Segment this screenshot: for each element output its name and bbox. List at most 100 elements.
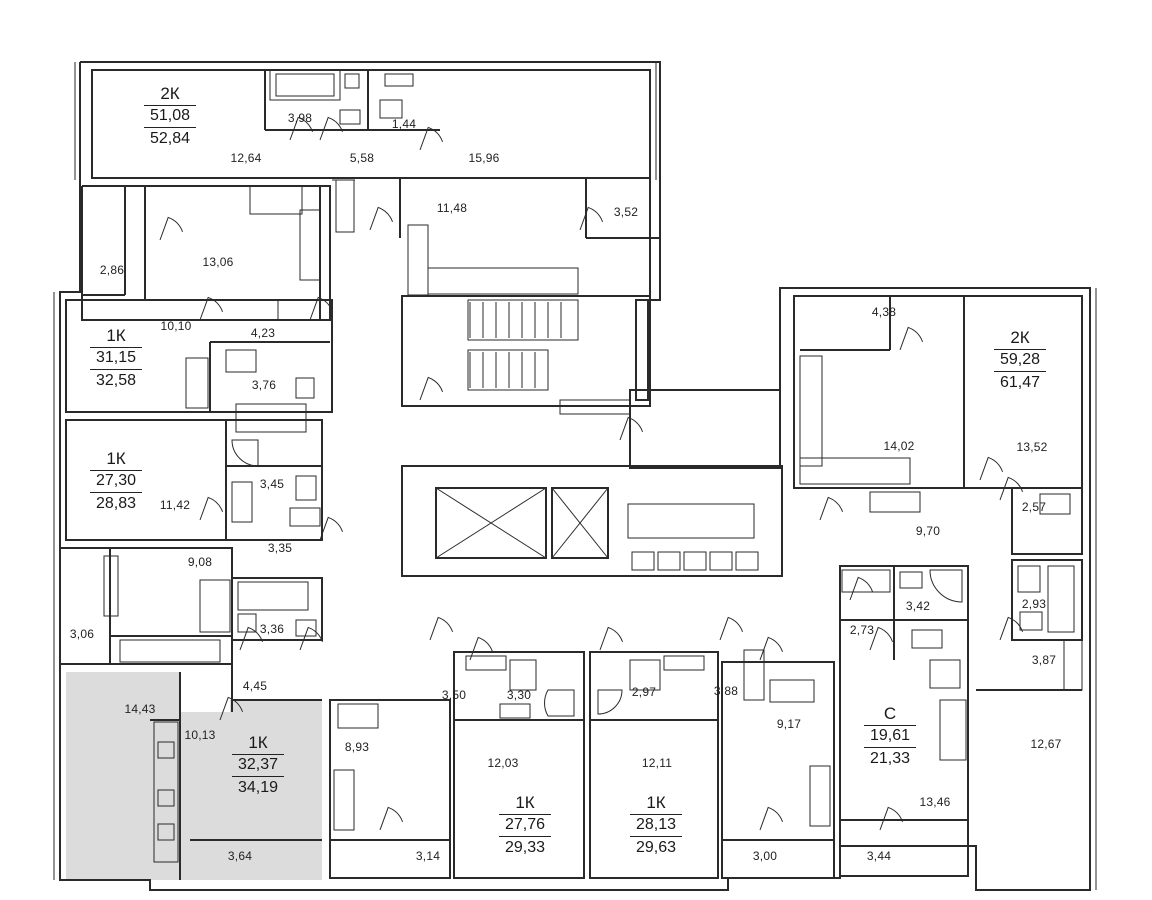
- toilet: [379, 99, 403, 119]
- door-swing: [759, 806, 784, 831]
- stove: [157, 741, 175, 759]
- room-area: 3,76: [251, 378, 277, 392]
- radiator: [1063, 639, 1083, 691]
- door-swing: [419, 376, 444, 401]
- room-area: 11,48: [436, 201, 468, 215]
- divider: [90, 347, 142, 348]
- room: [65, 299, 333, 413]
- stove: [249, 185, 303, 215]
- room-area: 3,00: [752, 849, 778, 863]
- door-swing: [319, 516, 344, 541]
- living-area: 27,30: [95, 472, 137, 489]
- room-area: 9,70: [915, 524, 941, 538]
- bathroom: [1011, 559, 1083, 641]
- apartment-type: 1К: [106, 449, 126, 468]
- stair-core: [401, 295, 651, 407]
- room-area: 9,17: [776, 717, 802, 731]
- total-area: 34,19: [232, 776, 284, 799]
- door-swing: [319, 116, 344, 141]
- total-area: 61,47: [994, 371, 1046, 394]
- room-area: 3,06: [69, 627, 95, 641]
- door-swing: [309, 296, 334, 321]
- sink: [1039, 493, 1071, 515]
- door-swing: [579, 206, 604, 231]
- room-area: 2,97: [631, 685, 657, 699]
- toilet: [295, 475, 317, 501]
- apartment-type: С: [883, 704, 897, 723]
- radiator: [663, 655, 705, 671]
- room-area: 4,23: [250, 326, 276, 340]
- toilet: [295, 619, 317, 637]
- room-area: 3,45: [259, 477, 285, 491]
- apartment-label-a2[interactable]: 1К 31,15 32,58: [90, 326, 142, 392]
- apartment-label-a3[interactable]: 1К 27,30 28,83: [90, 449, 142, 515]
- room-area: 12,67: [1030, 737, 1062, 751]
- living-area: 51,08: [149, 107, 191, 124]
- elevator-shaft: [435, 487, 547, 559]
- apartment-label-a6[interactable]: 1К 28,13 29,63: [630, 793, 682, 859]
- room-area: 12,03: [487, 756, 519, 770]
- total-area: 32,58: [90, 369, 142, 392]
- room-area: 3,98: [287, 111, 313, 125]
- room-area: 3,50: [441, 688, 467, 702]
- door-swing: [369, 206, 394, 231]
- kitchen-counter: [119, 639, 221, 663]
- radiator: [743, 649, 765, 701]
- apartment-type: 1К: [248, 733, 268, 752]
- room-area: 2,93: [1021, 597, 1047, 611]
- sink: [384, 73, 414, 87]
- shaft-duct: [683, 551, 707, 571]
- apartment-type: 2К: [1010, 328, 1030, 347]
- kitchen-counter: [407, 224, 429, 296]
- room-area: 12,11: [641, 756, 673, 770]
- living-area: 32,37: [237, 756, 279, 773]
- room-area: 3,35: [267, 541, 293, 555]
- door-swing: [469, 636, 494, 661]
- room-area: 3,44: [866, 849, 892, 863]
- room-area: 12,64: [230, 151, 262, 165]
- apartment-type: 1К: [106, 326, 126, 345]
- kitchen-counter: [809, 765, 831, 827]
- divider: [144, 105, 196, 106]
- shaft-duct: [735, 551, 759, 571]
- total-area: 28,83: [90, 492, 142, 515]
- shaft-duct: [709, 551, 733, 571]
- room-area: 3,87: [1031, 653, 1057, 667]
- door-swing: [419, 126, 444, 151]
- apartment-label-a7[interactable]: С 19,61 21,33: [864, 704, 916, 770]
- room-area: 3,64: [227, 849, 253, 863]
- sink: [899, 571, 923, 589]
- room-area: 14,43: [124, 702, 156, 716]
- door-swing: [199, 296, 224, 321]
- door-swing: [879, 806, 904, 831]
- room-area: 14,02: [883, 439, 915, 453]
- wall: [635, 299, 649, 401]
- room-area: 11,42: [159, 498, 191, 512]
- door-swing: [219, 696, 244, 721]
- divider: [90, 470, 142, 471]
- apartment-label-a5[interactable]: 1К 27,76 29,33: [499, 793, 551, 859]
- shower-tray: [544, 689, 575, 717]
- room-area: 1,44: [391, 117, 417, 131]
- room-area: 2,86: [99, 263, 125, 277]
- room-area: 13,06: [202, 255, 234, 269]
- landing: [559, 399, 631, 415]
- apartment-label-a4[interactable]: 1К 32,37 34,19: [232, 733, 284, 799]
- door-swing: [979, 456, 1004, 481]
- door-swing: [239, 626, 264, 651]
- sink: [499, 703, 531, 719]
- toilet: [1017, 565, 1041, 593]
- room-area: 9,08: [187, 555, 213, 569]
- door-swing: [429, 616, 454, 641]
- apartment-label-a1[interactable]: 2К 51,08 52,84: [144, 84, 196, 150]
- living-area: 19,61: [869, 727, 911, 744]
- bathroom: [1011, 487, 1083, 555]
- room-area: 8,93: [344, 740, 370, 754]
- apartment-label-a8[interactable]: 2К 59,28 61,47: [994, 328, 1046, 394]
- apartment-type: 1К: [515, 793, 535, 812]
- sink: [225, 349, 257, 373]
- door-swing: [819, 496, 844, 521]
- shaft-duct: [631, 551, 655, 571]
- shower-tray: [929, 569, 963, 603]
